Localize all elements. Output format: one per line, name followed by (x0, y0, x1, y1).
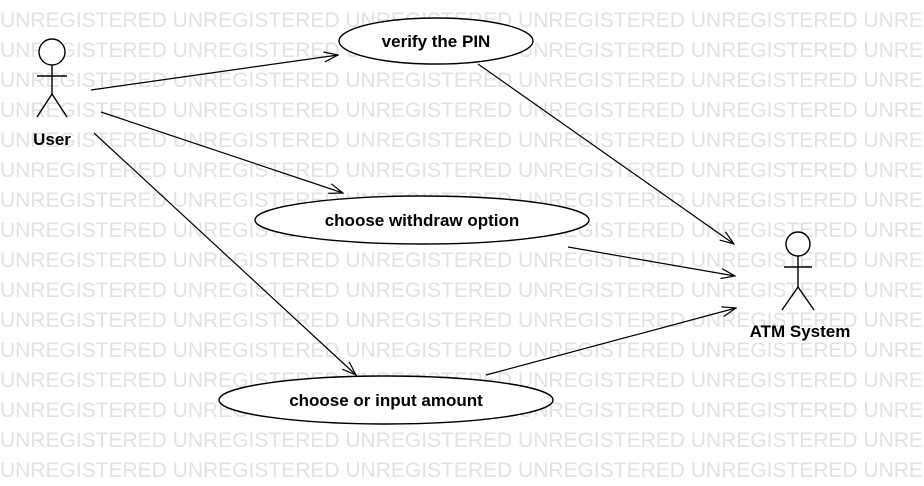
use-case-verify-pin[interactable]: verify the PIN (338, 17, 534, 65)
stick-figure-icon (781, 231, 815, 311)
association-withdraw-atm[interactable] (567, 246, 735, 276)
association-user-verify[interactable] (90, 55, 338, 91)
use-case-choose-withdraw-option[interactable]: choose withdraw option (254, 195, 590, 245)
actor-label: User (33, 130, 71, 149)
actor-label: ATM System (750, 322, 851, 341)
association-verify-atm[interactable] (477, 63, 734, 244)
actor-atm-system[interactable]: ATM System (750, 231, 851, 341)
association-user-amount[interactable] (93, 132, 356, 375)
association-user-withdraw[interactable] (100, 111, 343, 193)
association-amount-atm[interactable] (485, 308, 736, 376)
stick-figure-icon (36, 38, 68, 118)
associations (90, 55, 736, 376)
use-case-choose-or-input-amount[interactable]: choose or input amount (218, 375, 554, 425)
use-case-label: choose or input amount (289, 391, 483, 410)
use-case-label: verify the PIN (382, 32, 491, 51)
use-case-label: choose withdraw option (325, 211, 520, 230)
actor-user[interactable]: User (33, 38, 71, 149)
